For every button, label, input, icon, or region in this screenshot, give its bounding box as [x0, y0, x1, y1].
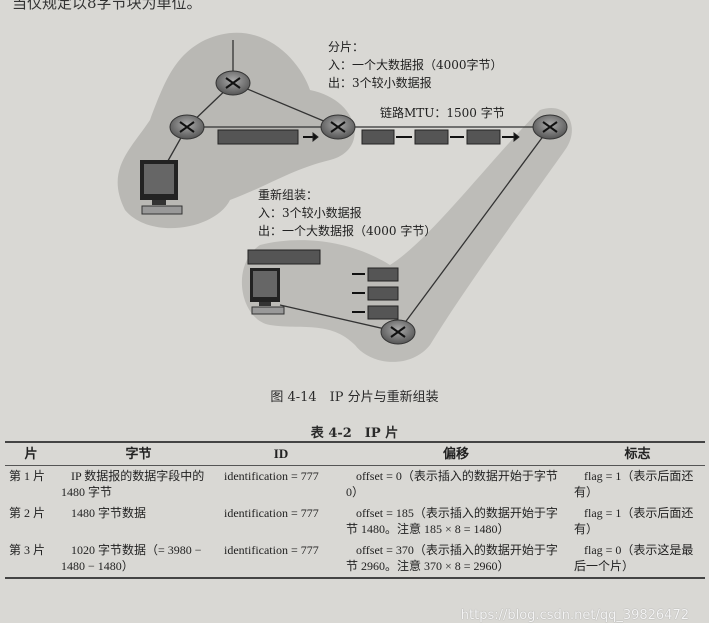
watermark: https://blog.csdn.net/qq_39826472 [460, 608, 689, 623]
header-bytes: 字节 [57, 443, 220, 466]
router-icon [215, 70, 251, 96]
reassembled-datagram [247, 249, 321, 265]
cell-flag: flag = 1（表示后面还有） [574, 469, 694, 499]
computer-icon [140, 160, 183, 215]
router-icons [169, 70, 568, 345]
router-icon [169, 114, 205, 140]
cell-id: identification = 777 [224, 469, 319, 483]
cell-id: identification = 777 [224, 543, 319, 557]
fragmentation-out: 出：3个较小数据报 [328, 76, 432, 90]
router-icon [380, 319, 416, 345]
fragmentation-label: 分片： 入：一个大数据报（4000字节） 出：3个较小数据报 [328, 38, 503, 92]
header-fragment: 片 [5, 443, 57, 466]
fragmentation-title: 分片： [328, 40, 365, 54]
cell-flag: flag = 1（表示后面还有） [574, 506, 694, 536]
reassembly-in: 入：3个较小数据报 [258, 206, 362, 220]
table-title: 表 4-2 IP 片 [310, 426, 399, 441]
reassembly-label: 重新组装： 入：3个较小数据报 出：一个大数据报（4000 字节） [258, 186, 436, 240]
link-mtu-label: 链路MTU：1500 字节 [380, 106, 505, 120]
figure-caption: 图 4-14 IP 分片与重新组装 [270, 390, 439, 405]
network-cloud-right [241, 108, 572, 362]
cell-bytes: 1480 字节数据 [71, 506, 147, 520]
computer-icon [250, 268, 285, 315]
reassembly-out: 出：一个大数据报（4000 字节） [258, 224, 437, 238]
router-icon [532, 114, 568, 140]
cell-id: identification = 777 [224, 506, 319, 520]
datagram-large [217, 129, 319, 145]
cell-offset: offset = 370（表示插入的数据开始于字节 2960。注意 370 × … [346, 543, 558, 573]
router-icon [320, 114, 356, 140]
cell-fragment: 第 3 片 [9, 543, 46, 557]
cell-fragment: 第 1 片 [9, 469, 46, 483]
cell-flag: flag = 0（表示这是最后一个片） [574, 543, 694, 573]
reassembly-title: 重新组装： [258, 188, 319, 202]
ip-fragments-table: 片 字节 ID 偏移 标志 第 1 片 IP 数据报的数据字段中的 1480 字… [5, 441, 705, 579]
body-text-line: 当仅规定以8字节块为单位。 [12, 0, 202, 12]
header-offset: 偏移 [342, 443, 570, 466]
arriving-fragments [352, 267, 399, 320]
cell-fragment: 第 2 片 [9, 506, 46, 520]
fragmentation-in: 入：一个大数据报（4000字节） [328, 58, 503, 72]
cell-offset: offset = 185（表示插入的数据开始于字节 1480。注意 185 × … [346, 506, 558, 536]
cell-bytes: IP 数据报的数据字段中的 1480 字节 [61, 469, 205, 499]
cell-bytes: 1020 字节数据（= 3980 − 1480 − 1480） [61, 543, 202, 573]
fragmentation-diagram [117, 32, 572, 362]
header-flag: 标志 [570, 443, 705, 466]
header-id: ID [220, 443, 342, 466]
cell-offset: offset = 0（表示插入的数据开始于字节 0） [346, 469, 558, 499]
datagram-fragments [361, 129, 520, 145]
